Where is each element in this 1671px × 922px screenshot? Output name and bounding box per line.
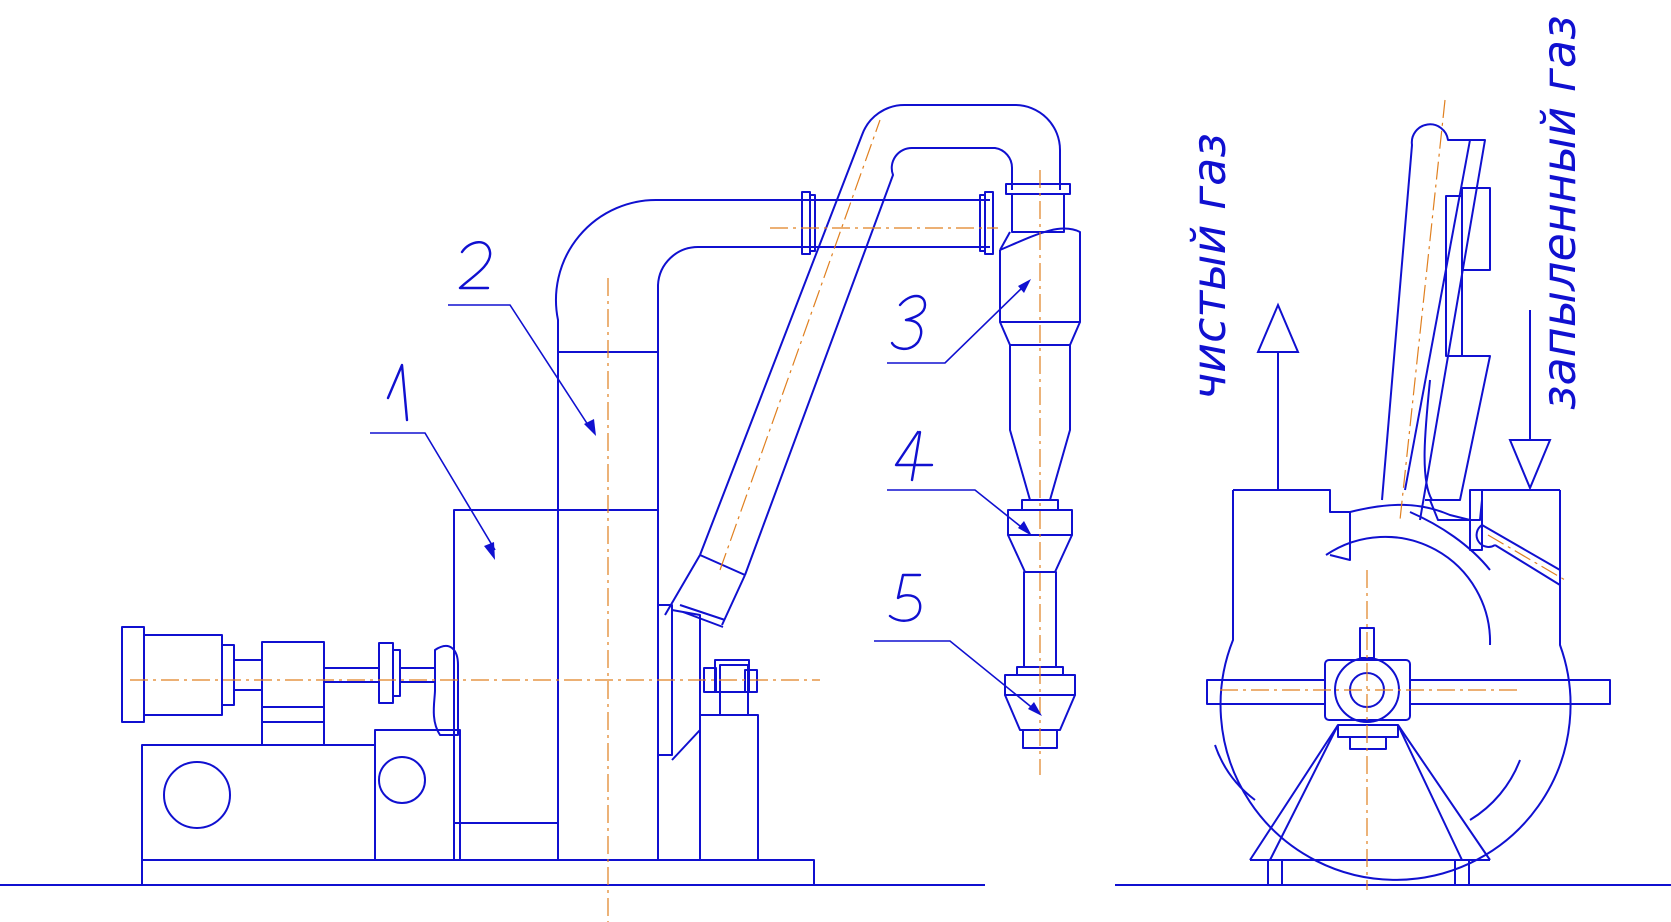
- motor: [121, 626, 459, 746]
- callout-1: [386, 363, 409, 422]
- side-hub: [1206, 627, 1611, 750]
- callout-numbers: [386, 241, 934, 622]
- dusty-gas-inlet: [1475, 524, 1566, 586]
- callout-2: [458, 241, 492, 290]
- clean-gas-arrow: [1256, 302, 1300, 490]
- dusty-gas-arrow: [1508, 310, 1552, 491]
- side-view: чистый газ запыленный газ: [1182, 15, 1611, 890]
- flow-arrows: [1256, 302, 1552, 491]
- flow-labels: чистый газ запыленный газ: [1182, 15, 1586, 410]
- callout-4: [894, 430, 934, 482]
- bearing-support: [657, 604, 759, 861]
- callout-3: [890, 294, 927, 351]
- callout-leaders: [370, 279, 1042, 716]
- dusty-gas-label: запыленный газ: [1532, 15, 1586, 410]
- axis-lines: [130, 119, 1041, 922]
- clean-gas-label: чистый газ: [1182, 133, 1236, 400]
- duct-flanges: [801, 191, 994, 255]
- vertical-duct: [555, 198, 990, 860]
- base-pulleys: [163, 756, 426, 829]
- side-top-body: [1233, 489, 1560, 571]
- fan-volute: [1214, 490, 1572, 881]
- fan-casing: [453, 509, 559, 861]
- front-view: [121, 103, 1081, 922]
- side-axes: [1220, 570, 1520, 890]
- side-riser: [1381, 99, 1491, 521]
- inclined-pipe: [664, 103, 1061, 628]
- callout-5: [888, 573, 922, 622]
- cyclone: [999, 183, 1081, 501]
- side-stand: [1249, 724, 1491, 886]
